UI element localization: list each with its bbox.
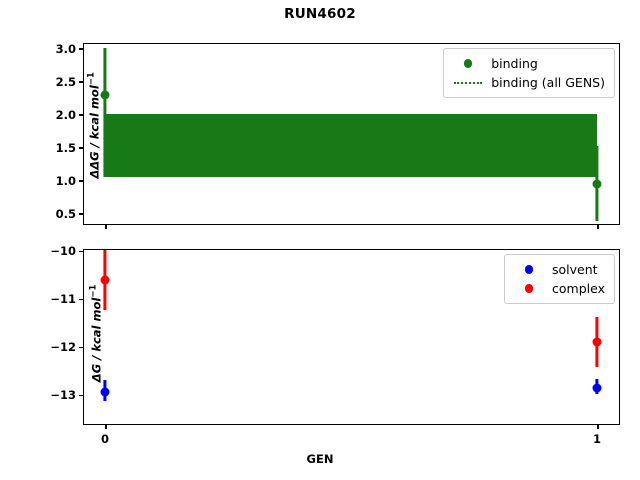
- top-ytick-label-1.0: 1.0: [55, 174, 76, 188]
- binding-point-gen0: [100, 90, 110, 100]
- top-ytick-0.5: [79, 213, 84, 215]
- bottom-ytick-label--13: −13: [50, 388, 76, 403]
- top-ytick-label-2.5: 2.5: [55, 75, 76, 89]
- bottom-ytick-label--12: −12: [50, 340, 76, 355]
- binding-point-gen1: [592, 179, 602, 189]
- top-ytick-1.5: [79, 147, 84, 149]
- top-xtick-0: [105, 224, 107, 229]
- legend-label-complex: complex: [552, 281, 605, 296]
- top-ytick-label-1.5: 1.5: [55, 141, 76, 155]
- legend-item-solvent[interactable]: solvent: [512, 260, 605, 279]
- bottom-ytick-label--11: −11: [50, 292, 76, 307]
- binding-marker-icon: [451, 59, 485, 68]
- top-ytick-label-0.5: 0.5: [55, 207, 76, 221]
- bottom-panel-plot-area: [84, 250, 619, 424]
- top-ytick-label-2.0: 2.0: [55, 108, 76, 122]
- legend-label-solvent: solvent: [552, 262, 598, 277]
- top-ytick-label-3.0: 3.0: [55, 42, 76, 56]
- binding-all-gens-band: [105, 114, 597, 178]
- bottom-xtick-label-1: 1: [592, 432, 602, 446]
- bottom-ytick--12: [79, 346, 84, 349]
- top-panel-axes: ΔΔG / kcal mol−1 3.0 2.5 2.0 1.5 1.0 0.5: [56, 42, 620, 229]
- figure-title: RUN4602: [284, 6, 356, 22]
- bottom-ytick--10: [79, 250, 84, 253]
- bottom-xtick-label-0: 0: [100, 432, 110, 446]
- bottom-xtick-1: [597, 424, 599, 429]
- bottom-xtick-0: [105, 424, 107, 429]
- solvent-marker-icon: [512, 265, 546, 274]
- solvent-point-gen0: [100, 387, 110, 397]
- legend-label-binding-all-gens: binding (all GENS): [491, 75, 605, 90]
- top-panel-legend[interactable]: binding binding (all GENS): [443, 48, 615, 98]
- legend-item-binding[interactable]: binding: [451, 54, 605, 73]
- legend-label-binding: binding: [491, 56, 538, 71]
- legend-item-binding-all-gens[interactable]: binding (all GENS): [451, 73, 605, 92]
- bottom-panel-legend[interactable]: solvent complex: [504, 254, 615, 304]
- top-ytick-2.5: [79, 81, 84, 83]
- complex-marker-icon: [512, 284, 546, 293]
- bottom-ytick-label--10: −10: [50, 244, 76, 259]
- top-ytick-1.0: [79, 180, 84, 182]
- complex-point-gen1: [592, 337, 602, 347]
- legend-item-complex[interactable]: complex: [512, 279, 605, 298]
- top-xtick-1: [597, 224, 599, 229]
- dotted-line-icon: [451, 81, 485, 84]
- binding-errorbar-gen0: [103, 48, 107, 178]
- bottom-panel-axes: ΔG / kcal mol−1 −10 −11 −12 −13 0 1: [50, 244, 620, 446]
- top-ytick-2.0: [79, 114, 84, 116]
- x-axis-label: GEN: [306, 452, 334, 466]
- top-ytick-3.0: [79, 48, 84, 50]
- top-panel-plot-area: [84, 44, 619, 224]
- bottom-ytick--11: [79, 298, 84, 301]
- solvent-point-gen1: [592, 383, 602, 393]
- bottom-ytick--13: [79, 394, 84, 397]
- complex-point-gen0: [100, 275, 110, 285]
